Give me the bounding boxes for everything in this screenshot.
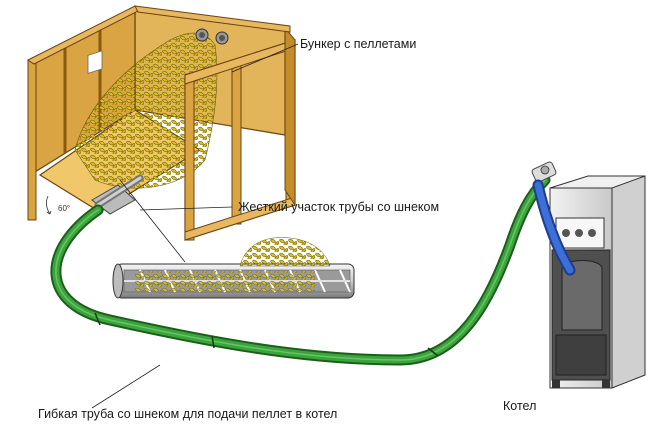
label-boiler: Котел <box>503 399 537 413</box>
label-rigid-pipe: Жесткий участок трубы со шнеком <box>238 200 440 214</box>
label-bunker: Бункер с пеллетами <box>300 37 417 51</box>
leader-lines <box>91 43 299 409</box>
burner-feed-tube <box>532 179 576 276</box>
boiler <box>549 175 646 389</box>
auger-cross-section <box>112 237 355 299</box>
label-flex-pipe: Гибкая труба со шнеком для подачи пеллет… <box>38 407 338 421</box>
rigid-auger <box>94 174 144 209</box>
hopper <box>27 5 296 241</box>
angle-label: 60° <box>58 204 71 213</box>
flexible-pipe <box>50 174 551 366</box>
pipe-connector <box>531 161 557 183</box>
